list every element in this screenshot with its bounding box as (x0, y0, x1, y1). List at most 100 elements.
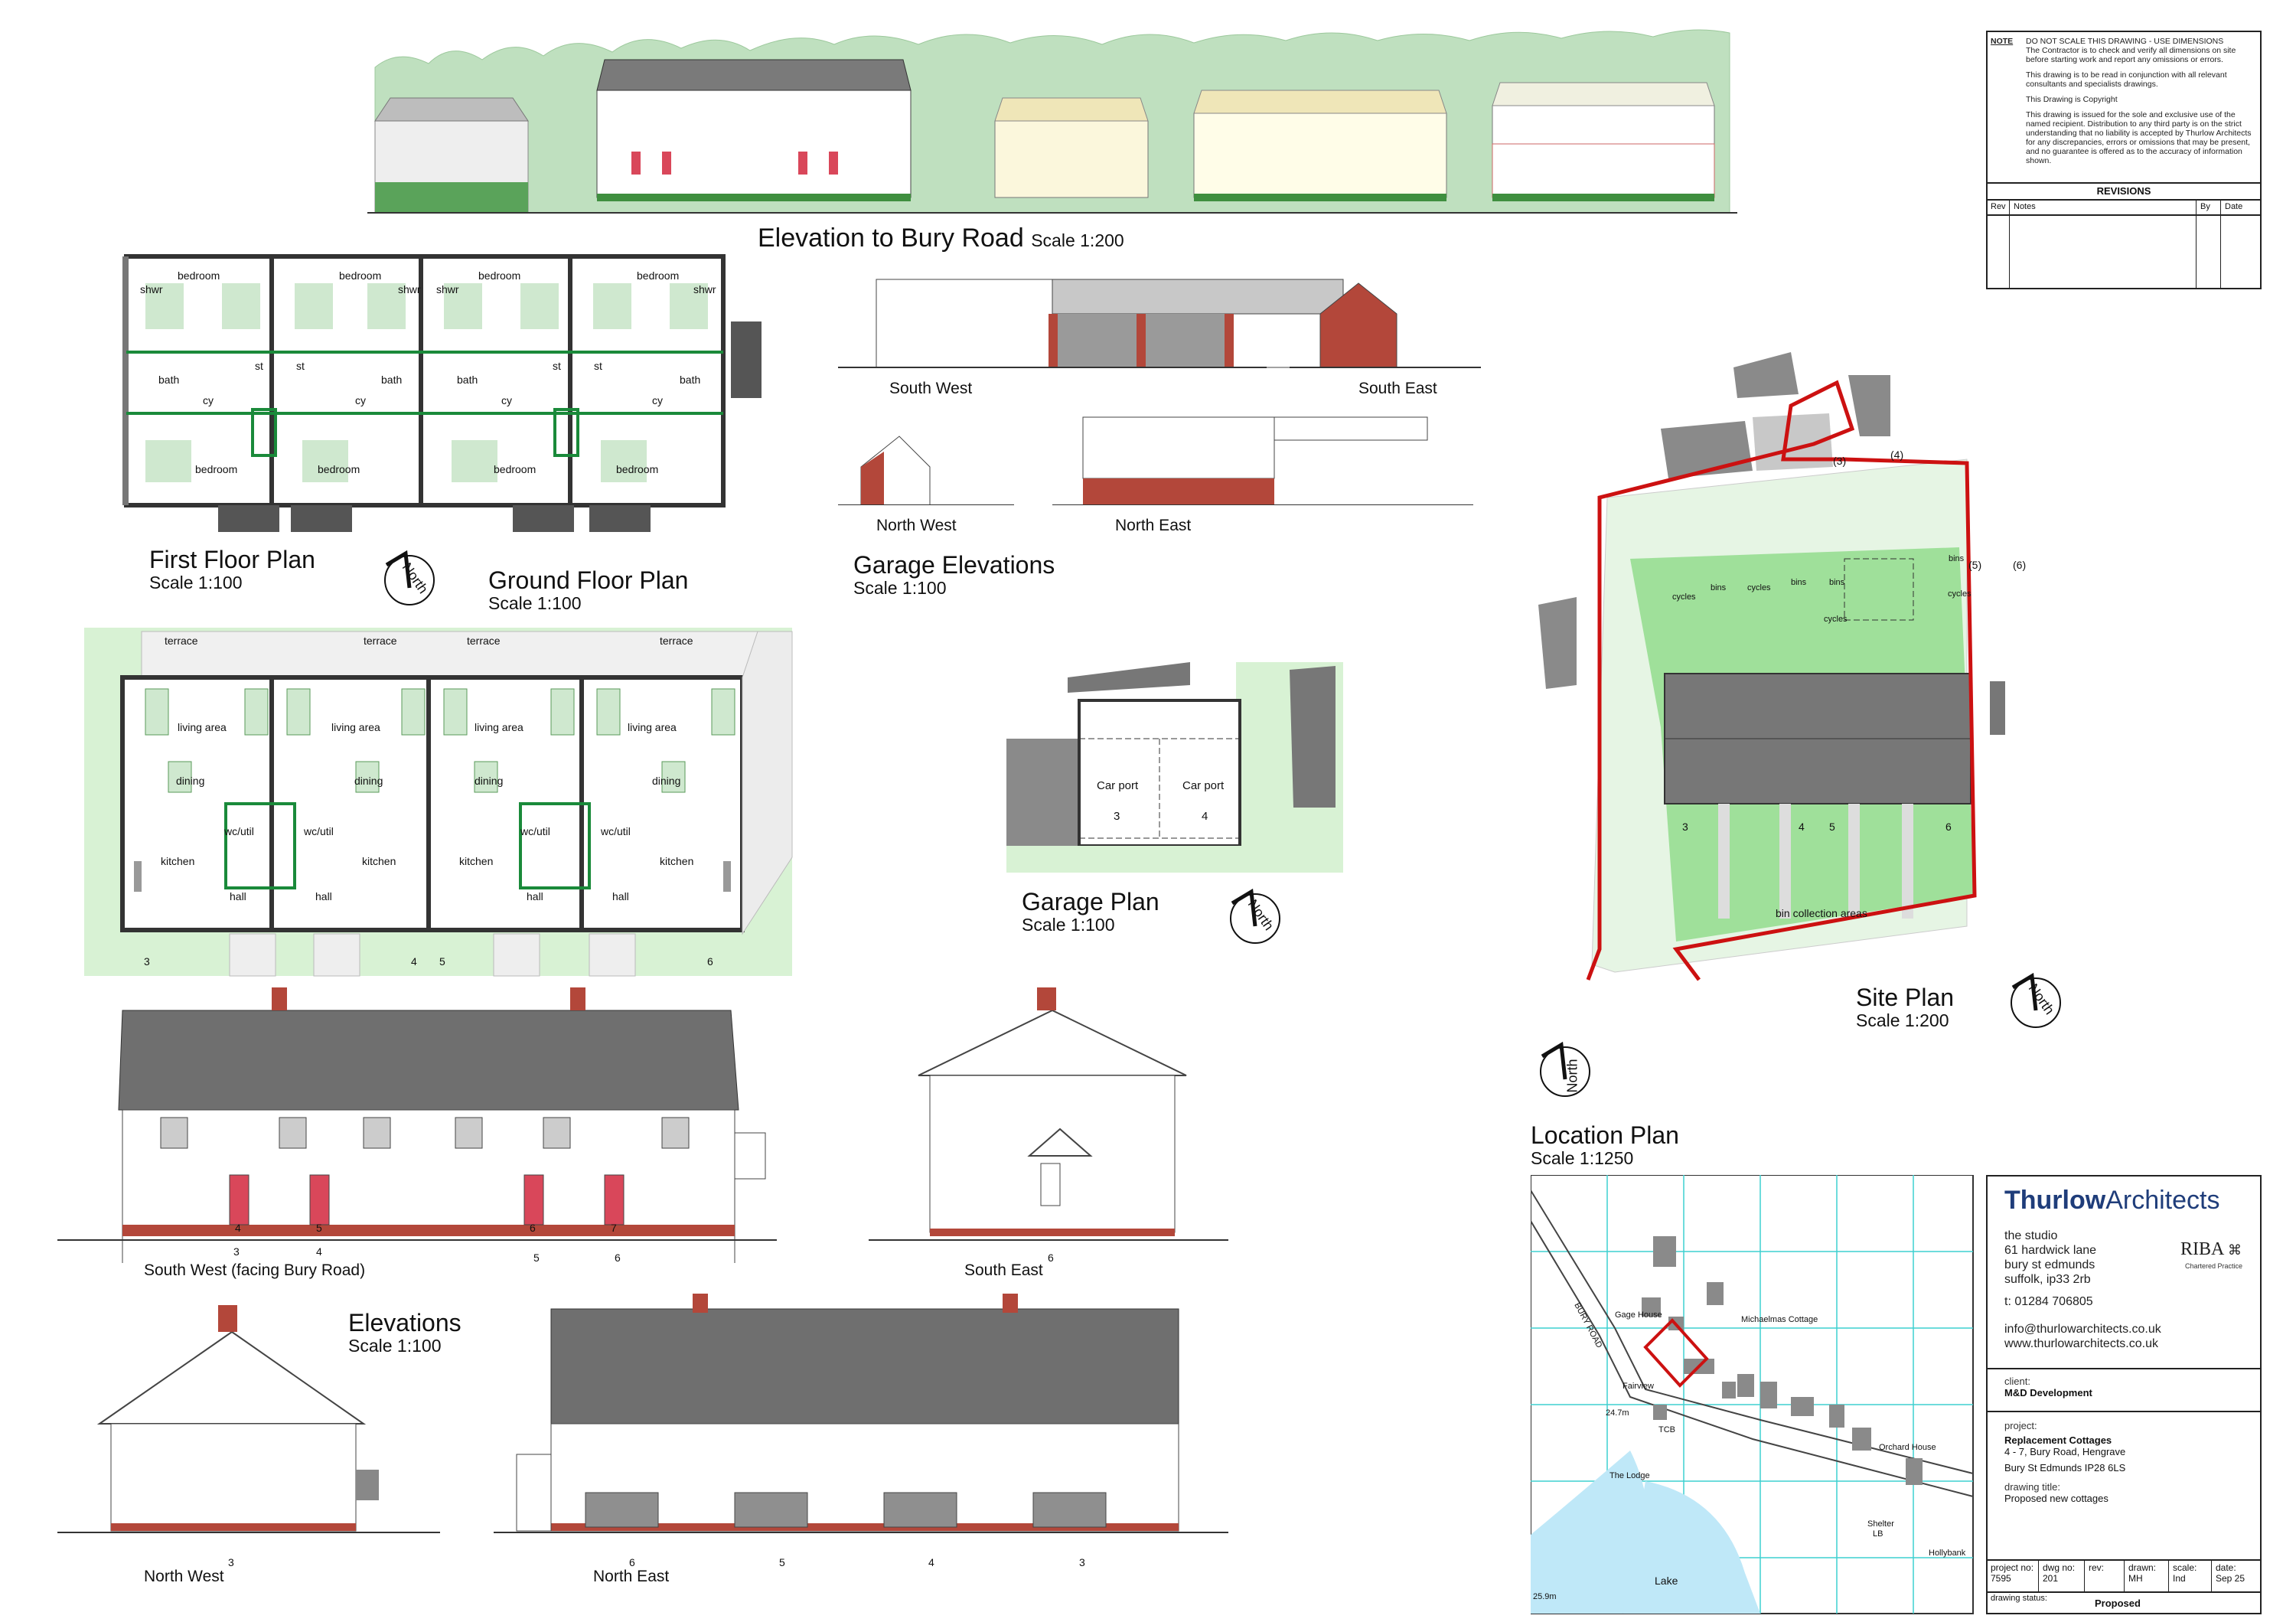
site-plot-number: 5 (1829, 821, 1835, 833)
project-panel: project: Replacement Cottages 4 - 7, Bur… (2004, 1420, 2126, 1504)
site-label: cycles (1824, 615, 1848, 624)
ff-room-label: st (255, 360, 263, 372)
garage-plan-title: Garage Plan (1022, 888, 1159, 915)
location-plan-title: Location Plan (1531, 1121, 1679, 1149)
bay-number: 3 (1114, 810, 1120, 823)
gf-room-label: wc/util (520, 825, 550, 837)
bin-collection-label: bin collection areas (1776, 907, 1867, 919)
gf-room-label: living area (628, 721, 677, 733)
elevations-drawing-bottom (57, 1294, 1228, 1533)
site-label: cycles (1672, 592, 1696, 602)
firm-email[interactable]: info@thurlowarchitects.co.uk (2004, 1323, 2161, 1336)
ff-room-label: bath (381, 374, 403, 386)
ff-room-label: st (594, 360, 602, 372)
plot-number: 6 (1048, 1252, 1054, 1264)
firm-website[interactable]: www.thurlowarchitects.co.uk (2004, 1337, 2158, 1350)
location-label: TCB (1658, 1425, 1675, 1434)
location-plan-map (1531, 1175, 1974, 1614)
ff-room-label: bedroom (318, 463, 360, 475)
gf-room-label: dining (475, 775, 504, 787)
elevation-view-label: South East (964, 1261, 1043, 1279)
firm-contacts: info@thurlowarchitects.co.uk www.thurlow… (2004, 1322, 2161, 1351)
new-terrace-elevation (596, 90, 912, 198)
plot-number: 3 (228, 1556, 234, 1568)
ff-room-label: bedroom (637, 269, 680, 282)
plot-number: 5 (779, 1556, 785, 1568)
gf-room-label: wc/util (304, 825, 334, 837)
gf-room-label: hall (527, 890, 543, 902)
elevation-view-label: North West (144, 1568, 224, 1585)
gf-room-label: hall (315, 890, 332, 902)
rev-col: Notes (2014, 202, 2036, 211)
location-label: 24.7m (1606, 1408, 1629, 1418)
meta-row: project no:7595 dwg no:201 rev: drawn:MH… (1988, 1561, 2260, 1591)
drawing-title: Proposed new cottages (2004, 1493, 2108, 1504)
location-label: Orchard House (1879, 1443, 1936, 1452)
north-arrow-icon (1230, 888, 1280, 944)
elevation-view-label: North East (593, 1568, 670, 1585)
ff-room-label: bedroom (616, 463, 659, 475)
location-label: Michaelmas Cottage (1741, 1315, 1818, 1324)
plot-number: 6 (615, 1252, 621, 1264)
status-value: Proposed (2095, 1598, 2141, 1609)
ff-room-label: cy (501, 394, 512, 406)
location-label: Gage House (1615, 1310, 1662, 1320)
ff-room-label: bedroom (195, 463, 238, 475)
gf-room-label: dining (652, 775, 681, 787)
firm-logo: ThurlowArchitects (2004, 1186, 2220, 1215)
note-line: This Drawing is Copyright (2026, 95, 2118, 104)
ff-room-label: bedroom (339, 269, 382, 282)
riba-logo: RIBA ⌘ (2180, 1239, 2242, 1259)
ff-room-label: bedroom (478, 269, 521, 282)
notes-revisions-block: NOTE DO NOT SCALE THIS DRAWING - USE DIM… (1986, 31, 2262, 289)
door-number: 5 (316, 1222, 322, 1234)
notes-heading: NOTE (1991, 37, 2014, 46)
project-name: Replacement Cottages (2004, 1434, 2112, 1446)
site-label: bins (1949, 554, 1965, 563)
ff-room-label: st (296, 360, 305, 372)
site-label: bins (1711, 583, 1727, 592)
rev-col: Date (2225, 202, 2243, 211)
north-arrow-icon (2011, 972, 2061, 1028)
gf-room-label: wc/util (224, 825, 254, 837)
site-plan-drawing (1538, 352, 2005, 981)
gf-room-label: kitchen (362, 855, 396, 867)
ff-room-label: bath (158, 374, 180, 386)
garage-plan-drawing (1006, 662, 1343, 873)
plot-number: 4 (316, 1245, 322, 1258)
client-panel: client: M&D Development (2004, 1376, 2092, 1398)
bay-number: 4 (1202, 810, 1208, 823)
ff-room-label: bath (680, 374, 701, 386)
plot-number: 3 (1079, 1556, 1085, 1568)
gf-room-label: terrace (364, 635, 397, 647)
gf-room-label: terrace (467, 635, 501, 647)
site-label: cycles (1747, 583, 1771, 592)
location-label: 25.9m (1533, 1592, 1557, 1601)
plot-number: 5 (533, 1252, 540, 1264)
note-line: This drawing is to be read in conjunctio… (2026, 70, 2227, 89)
plot-number: 5 (439, 955, 445, 968)
location-label: The Lodge (1609, 1471, 1650, 1480)
garage-view-label: South West (889, 380, 973, 397)
ff-room-label: st (553, 360, 561, 372)
elevation-view-label: South West (facing Bury Road) (144, 1261, 366, 1279)
gf-room-label: hall (230, 890, 246, 902)
site-boundary (1586, 380, 1977, 981)
ff-room-label: bedroom (494, 463, 536, 475)
plot-number: 4 (411, 955, 417, 968)
plot-number: 6 (707, 955, 713, 968)
plot-number: 4 (928, 1556, 934, 1568)
site-label: cycles (1948, 589, 1971, 599)
gf-room-label: wc/util (601, 825, 631, 837)
site-label: bins (1829, 578, 1845, 587)
north-arrow-icon (384, 550, 435, 605)
location-site-outline (1643, 1318, 1709, 1388)
garage-plan-scale: Scale 1:100 (1022, 915, 1115, 935)
gf-room-label: terrace (660, 635, 693, 647)
location-label: Shelter (1867, 1519, 1894, 1529)
door-number: 7 (611, 1222, 617, 1234)
